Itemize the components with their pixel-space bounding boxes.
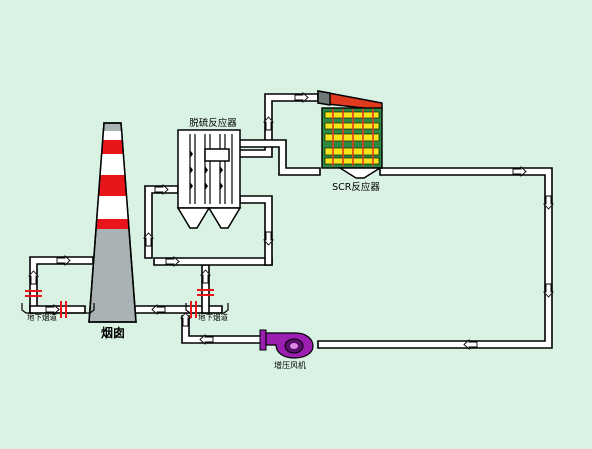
duct-desulf-outlet-right — [239, 195, 273, 266]
chimney-band-white1 — [100, 154, 125, 175]
arrow-icon — [512, 165, 527, 178]
chimney-label: 烟囱 — [101, 325, 125, 340]
scr-catalyst-3 — [324, 133, 380, 142]
flue-bracket-right — [185, 303, 229, 314]
scr-catalyst-2 — [324, 122, 380, 130]
flue-bracket-left — [21, 303, 95, 314]
arrow-icon — [179, 312, 192, 327]
scr-catalyst-4 — [324, 147, 380, 156]
booster-fan-label: 增压风机 — [274, 360, 306, 370]
valves — [25, 289, 214, 318]
arrow-icon — [56, 254, 71, 267]
desulf-top-box — [204, 148, 230, 162]
arrow-icon — [199, 333, 214, 346]
scr-catalyst-5 — [324, 157, 380, 165]
flow-arrows — [27, 91, 555, 351]
chimney: 烟囱 — [88, 122, 137, 340]
fan-flange — [259, 329, 267, 351]
booster-fan: 增压风机 — [259, 329, 314, 370]
desulfurization-reactor: 脱硫反应器 — [176, 117, 242, 229]
desulf-hopper-right — [207, 207, 242, 229]
arrow-icon — [151, 303, 166, 316]
arrow-icon — [142, 232, 155, 247]
scr-reactor: SCR反应器 — [317, 90, 383, 193]
scr-catalyst-1 — [324, 111, 380, 119]
arrow-icon — [542, 283, 555, 298]
arrow-icon — [463, 338, 478, 351]
chimney-band-top — [102, 131, 123, 140]
scr-red-ticks — [332, 109, 374, 166]
arrow-icon — [27, 270, 40, 285]
butterfly-valve-icon — [197, 289, 214, 296]
desulf-hopper-left — [176, 207, 211, 229]
underground-flue-left: 地下烟道 — [21, 303, 95, 322]
chimney-band-red2 — [98, 175, 127, 196]
chimney-band-red1 — [101, 140, 124, 154]
desulf-body — [177, 129, 241, 209]
duct-scr-outlet — [317, 167, 553, 349]
scr-inlet-cone-dark — [317, 90, 331, 106]
butterfly-valve-icon — [25, 290, 42, 297]
scr-outlet-cone — [337, 167, 383, 179]
scr-reactor-label: SCR反应器 — [332, 181, 380, 193]
butterfly-valve-icon — [60, 301, 67, 318]
arrow-icon — [154, 183, 169, 196]
arrow-icon — [165, 255, 180, 268]
chimney-band-red3 — [96, 219, 129, 229]
underground-flue-label-left: 地下烟道 — [27, 312, 57, 322]
arrow-icon — [262, 116, 275, 131]
fan-hub-center — [290, 343, 298, 349]
underground-flue-right: 地下烟道 — [185, 303, 229, 322]
desulfurization-reactor-label: 脱硫反应器 — [189, 117, 237, 129]
duct-desulf-inlet — [144, 185, 179, 259]
arrow-icon — [262, 231, 275, 246]
butterfly-valve-icon — [190, 301, 197, 318]
duct-scr-return — [235, 139, 321, 176]
underground-flue-label-right: 地下烟道 — [198, 312, 228, 322]
arrow-icon — [45, 303, 60, 316]
chimney-outline — [88, 122, 137, 323]
arrow-icon — [294, 91, 309, 104]
arrow-icon — [199, 269, 212, 284]
chimney-band-white2 — [97, 196, 128, 219]
arrow-icon — [542, 195, 555, 210]
